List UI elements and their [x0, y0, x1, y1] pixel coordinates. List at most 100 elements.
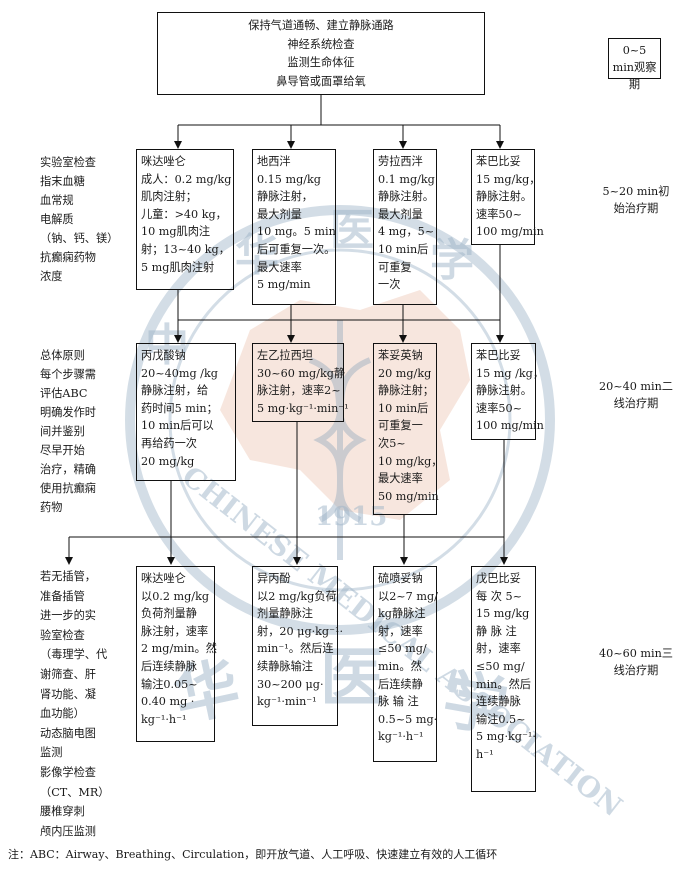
drug-box-line: min。然后	[476, 677, 531, 691]
note-line: 准备插管	[40, 589, 85, 603]
drug-box-line: 最大速率	[378, 472, 423, 486]
drug-box-line: kg⁻¹·h⁻¹	[141, 712, 187, 726]
note-line: 尽早开始	[40, 444, 85, 457]
drug-box-line: min⁻¹。然后连	[257, 642, 334, 656]
drug-box-line: 最大剂量	[378, 207, 423, 221]
drug-box-line: 异丙酚	[257, 572, 291, 585]
drug-box-line: 硫喷妥钠	[378, 572, 423, 585]
note-line: 监测	[40, 746, 63, 760]
phase-line: 观察期	[628, 61, 657, 91]
drug-box-line: 100 mg/min	[476, 419, 544, 433]
drug-box-line: 次5~	[378, 436, 406, 450]
drug-box-line: kg⁻¹·min⁻¹	[257, 695, 317, 709]
drug-box-line: 脉 输 注	[378, 695, 419, 709]
propofol-box: 异丙酚以2 mg/kg负荷剂量静脉注射，20 μg·kg⁻¹·min⁻¹。然后连…	[252, 566, 344, 726]
initial-management-line: 监测生命体征	[287, 56, 355, 69]
note-line: 治疗，精确	[40, 463, 96, 476]
drug-box-line: 50 mg/min	[378, 489, 439, 503]
drug-box-line: kg静脉注	[378, 607, 426, 621]
note-line: 若无插管，	[40, 570, 96, 583]
drug-box-line: 可重复	[378, 260, 412, 274]
drug-box-line: 速率50~	[476, 207, 522, 221]
drug-box-line: 地西泮	[257, 155, 291, 168]
drug-box-line: 10 mg肌肉注	[141, 225, 211, 239]
initial-management-line: 神经系统检查	[287, 37, 355, 51]
drug-box-line: 10 min后	[378, 401, 429, 415]
note-line: 指末血糖	[40, 175, 85, 188]
drug-box-line: 20 mg/kg	[141, 454, 195, 468]
note-line: 血功能）	[40, 707, 85, 721]
drug-box-line: 最大速率	[257, 260, 302, 274]
note-line: 总体原则	[40, 349, 85, 362]
note-line: 药物	[40, 501, 63, 514]
thiopental-box: 硫喷妥钠以2~7 mg/kg静脉注射，速率≤50 mg/min。然后连续静脉 输…	[373, 566, 438, 762]
drug-box-line: 5 mg/min	[257, 278, 311, 292]
drug-box-line: 静脉注射，	[257, 190, 313, 204]
drug-box-line: 脉注射，速率	[141, 624, 209, 638]
footnote: 注：ABC：Airway、Breathing、Circulation，即开放气道…	[8, 848, 498, 861]
drug-box-line: 左乙拉西坦	[257, 349, 313, 362]
drug-box-line: min。然	[378, 659, 422, 673]
drug-box-line: 每 次 5~	[476, 589, 522, 603]
drug-box-line: 苯巴比妥	[476, 349, 521, 362]
phase-initial-therapy-label: 5~20 min初始治疗期	[596, 180, 676, 220]
phase-third-line-label: 40~60 min三线治疗期	[596, 642, 676, 682]
phase-line: 0~5 min	[612, 44, 647, 74]
drug-box-line: 苯巴比妥	[476, 155, 521, 168]
note-line: 谢筛查、肝	[40, 667, 96, 681]
note-line: 腰椎穿刺	[40, 805, 85, 819]
drug-box-line: 15 mg/kg	[476, 607, 530, 621]
drug-box-line: 静脉注射。	[476, 384, 532, 398]
phenobarbital-initial-box: 苯巴比妥 15 mg/kg， 静脉注射。速率50~ 100 mg/min	[471, 149, 544, 245]
phase-line: 40~60 min	[599, 647, 662, 660]
drug-box-line: 射，速率	[378, 624, 423, 638]
drug-box-line: 2 mg/min。然	[141, 642, 217, 656]
drug-box-line: 儿童：>40 kg，	[141, 207, 227, 221]
drug-box-line: 15 mg /kg，	[476, 366, 545, 380]
initial-management-line: 鼻导管或面罩给氧	[276, 74, 366, 88]
note-line: 抗癫痫药物	[40, 251, 96, 264]
drug-box-line: 15 mg/kg，	[476, 172, 541, 186]
drug-box-line: 射，速率	[476, 642, 521, 656]
drug-box-line: 戊巴比妥	[476, 572, 521, 585]
drug-box-line: 射，20 μg·kg⁻¹·	[257, 624, 344, 638]
drug-box-line: 负荷剂量静	[141, 607, 197, 621]
drug-box-line: 成人：0.2 mg/kg	[141, 172, 232, 186]
note-line: 明确发作时	[40, 406, 96, 419]
drug-box-line: 10 min后	[378, 242, 429, 256]
phase-second-line-label: 20~40 min二线治疗期	[596, 375, 676, 415]
note-line: 电解质	[40, 213, 74, 226]
drug-box-line: 0.15 mg/kg	[257, 172, 321, 186]
drug-box-line: 10 min后可以	[141, 419, 214, 433]
drug-box-line: 续静脉输注	[257, 659, 313, 673]
drug-box-line: 劳拉西泮	[378, 155, 423, 168]
drug-box-line: 静脉注射。	[476, 190, 532, 204]
drug-box-line: 后连续静脉	[141, 659, 197, 673]
drug-box-line: 药时间5 min；	[141, 401, 218, 415]
note-line: 浓度	[40, 270, 63, 283]
drug-box-line: ≤50 mg/	[378, 642, 427, 656]
drug-box-line: 以0.2 mg/kg	[141, 589, 210, 603]
drug-box-line: 咪达唑仑	[141, 572, 186, 585]
further-workup-note: 若无插管，准备插管进一步的实验室检查（毒理学、代谢筛查、肝肾功能、凝血功能）动态…	[40, 567, 109, 841]
drug-box-line: 最大剂量	[257, 207, 302, 221]
drug-box-line: 100 mg/min	[476, 225, 544, 239]
drug-box-line: 再给药一次	[141, 436, 197, 450]
note-line: 肾功能、凝	[40, 687, 96, 701]
phase-line: 三线治疗期	[613, 647, 673, 677]
drug-box-line: 10 mg。5 min	[257, 225, 336, 239]
note-line: （钠、钙、镁）	[40, 232, 119, 245]
drug-box-line: 5 mg·kg⁻¹·min⁻¹	[257, 401, 349, 415]
drug-box-line: 静脉注射。	[378, 190, 434, 204]
note-line: 动态脑电图	[40, 726, 96, 740]
drug-box-line: 4 mg，5~	[378, 225, 435, 239]
drug-box-line: 30~200 μg·	[257, 677, 324, 691]
drug-box-line: 咪达唑仑	[141, 155, 186, 168]
note-line: 实验室检查	[40, 156, 96, 169]
